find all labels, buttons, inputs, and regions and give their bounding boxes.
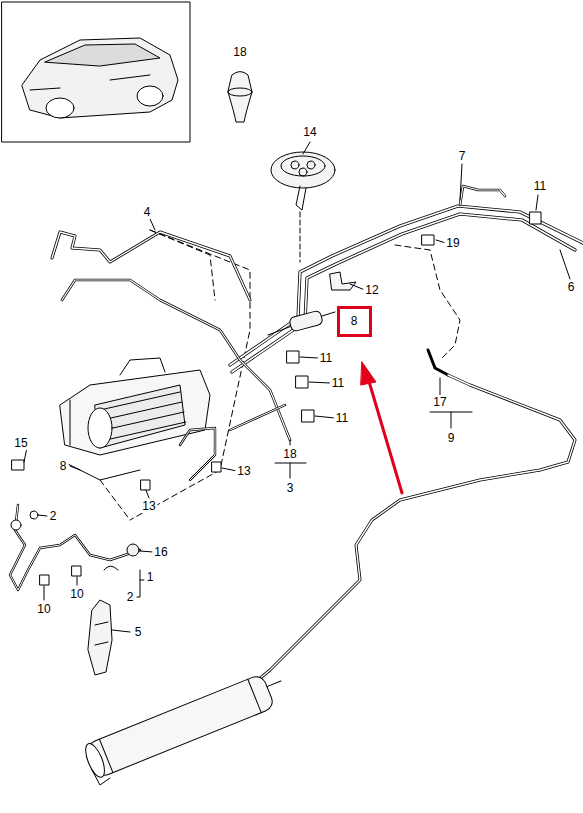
callout-number: 8 — [58, 459, 69, 473]
callout-number: 18 — [231, 45, 248, 59]
callout-number: 10 — [68, 587, 85, 601]
callout-number: 7 — [457, 149, 468, 163]
callout-number: 11 — [532, 179, 548, 193]
callout-number: 13 — [235, 464, 252, 478]
callout-number: 8 — [351, 314, 358, 328]
callout-number: 12 — [363, 283, 380, 297]
filter — [268, 310, 335, 335]
callout-number: 1 — [145, 570, 156, 584]
highlight-box: 8 — [337, 306, 372, 337]
callout-number: 2 — [125, 590, 136, 604]
callout-number: 14 — [301, 125, 318, 139]
grommet — [228, 72, 252, 123]
callout-number: 13 — [140, 499, 157, 513]
callout-number: 17 — [431, 395, 448, 409]
callout-number: 10 — [35, 602, 52, 616]
compressor — [60, 358, 210, 480]
callout-number: 11 — [318, 351, 334, 365]
callout-number: 6 — [566, 280, 577, 294]
callout-number: 4 — [142, 205, 153, 219]
callout-number: 15 — [12, 436, 29, 450]
callout-number: 9 — [446, 431, 457, 445]
bracket-part — [88, 600, 112, 675]
air-reservoir — [82, 668, 289, 780]
car-thumbnail — [2, 2, 190, 142]
callout-number: 18 — [281, 447, 298, 461]
callout-number: 3 — [285, 481, 296, 495]
callout-number: 16 — [152, 545, 169, 559]
callout-number: 11 — [330, 376, 346, 390]
plug-disk — [271, 152, 335, 210]
callout-number: 11 — [334, 411, 350, 425]
highlight-arrow — [368, 378, 402, 493]
callout-number: 19 — [444, 236, 461, 250]
callout-number: 2 — [48, 509, 59, 523]
callout-number: 5 — [133, 625, 144, 639]
